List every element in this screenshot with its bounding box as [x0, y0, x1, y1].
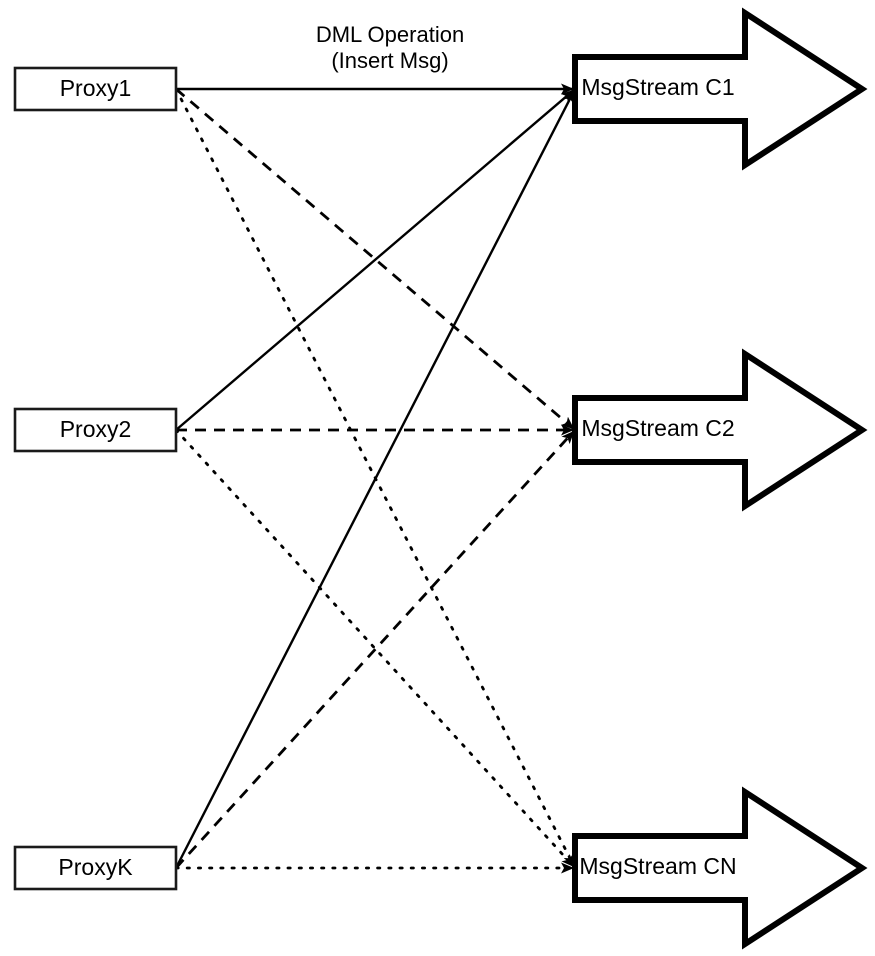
stream-arrow-shape-stream_c2: [572, 348, 868, 512]
stream-label-stream_c1: MsgStream C1: [581, 74, 734, 100]
edge-caption-line2: (Insert Msg): [331, 48, 448, 73]
stream-arrow-shape-stream_c1: [572, 7, 868, 171]
stream-label-stream_cn: MsgStream CN: [579, 853, 736, 879]
proxy-label-proxy1: Proxy1: [60, 75, 132, 101]
link-proxy2-to-stream_cn: [174, 428, 576, 868]
link-layer: [174, 83, 576, 874]
proxy-box-proxyk: [13, 845, 178, 891]
proxy-node-proxy1: Proxy1: [13, 66, 178, 112]
proxy-node-proxyk: ProxyK: [13, 845, 178, 891]
edge-caption-line1: DML Operation: [316, 22, 464, 47]
proxy-label-proxyk: ProxyK: [58, 854, 133, 880]
link-proxyk-to-stream_c2: [174, 430, 575, 869]
edge-caption-group: DML Operation (Insert Msg): [316, 22, 464, 73]
stream-arrow-stream_c2: MsgStream C2: [572, 348, 868, 512]
stream-arrow-stream_c1: MsgStream C1: [572, 7, 868, 171]
stream-arrow-stream_cn: MsgStream CN: [572, 786, 868, 950]
proxy-node-proxy2: Proxy2: [13, 407, 178, 453]
proxy-box-proxy2: [13, 407, 178, 453]
link-proxyk-to-stream_c1: [174, 89, 576, 869]
stream-arrow-shape-stream_cn: [572, 786, 868, 950]
link-proxy2-to-stream_c1: [175, 89, 575, 431]
proxy-label-proxy2: Proxy2: [60, 416, 132, 442]
stream-layer: MsgStream C1 MsgStream C2 MsgStream CN: [572, 7, 868, 950]
stream-label-stream_c2: MsgStream C2: [581, 415, 734, 441]
proxy-box-proxy1: [13, 66, 178, 112]
